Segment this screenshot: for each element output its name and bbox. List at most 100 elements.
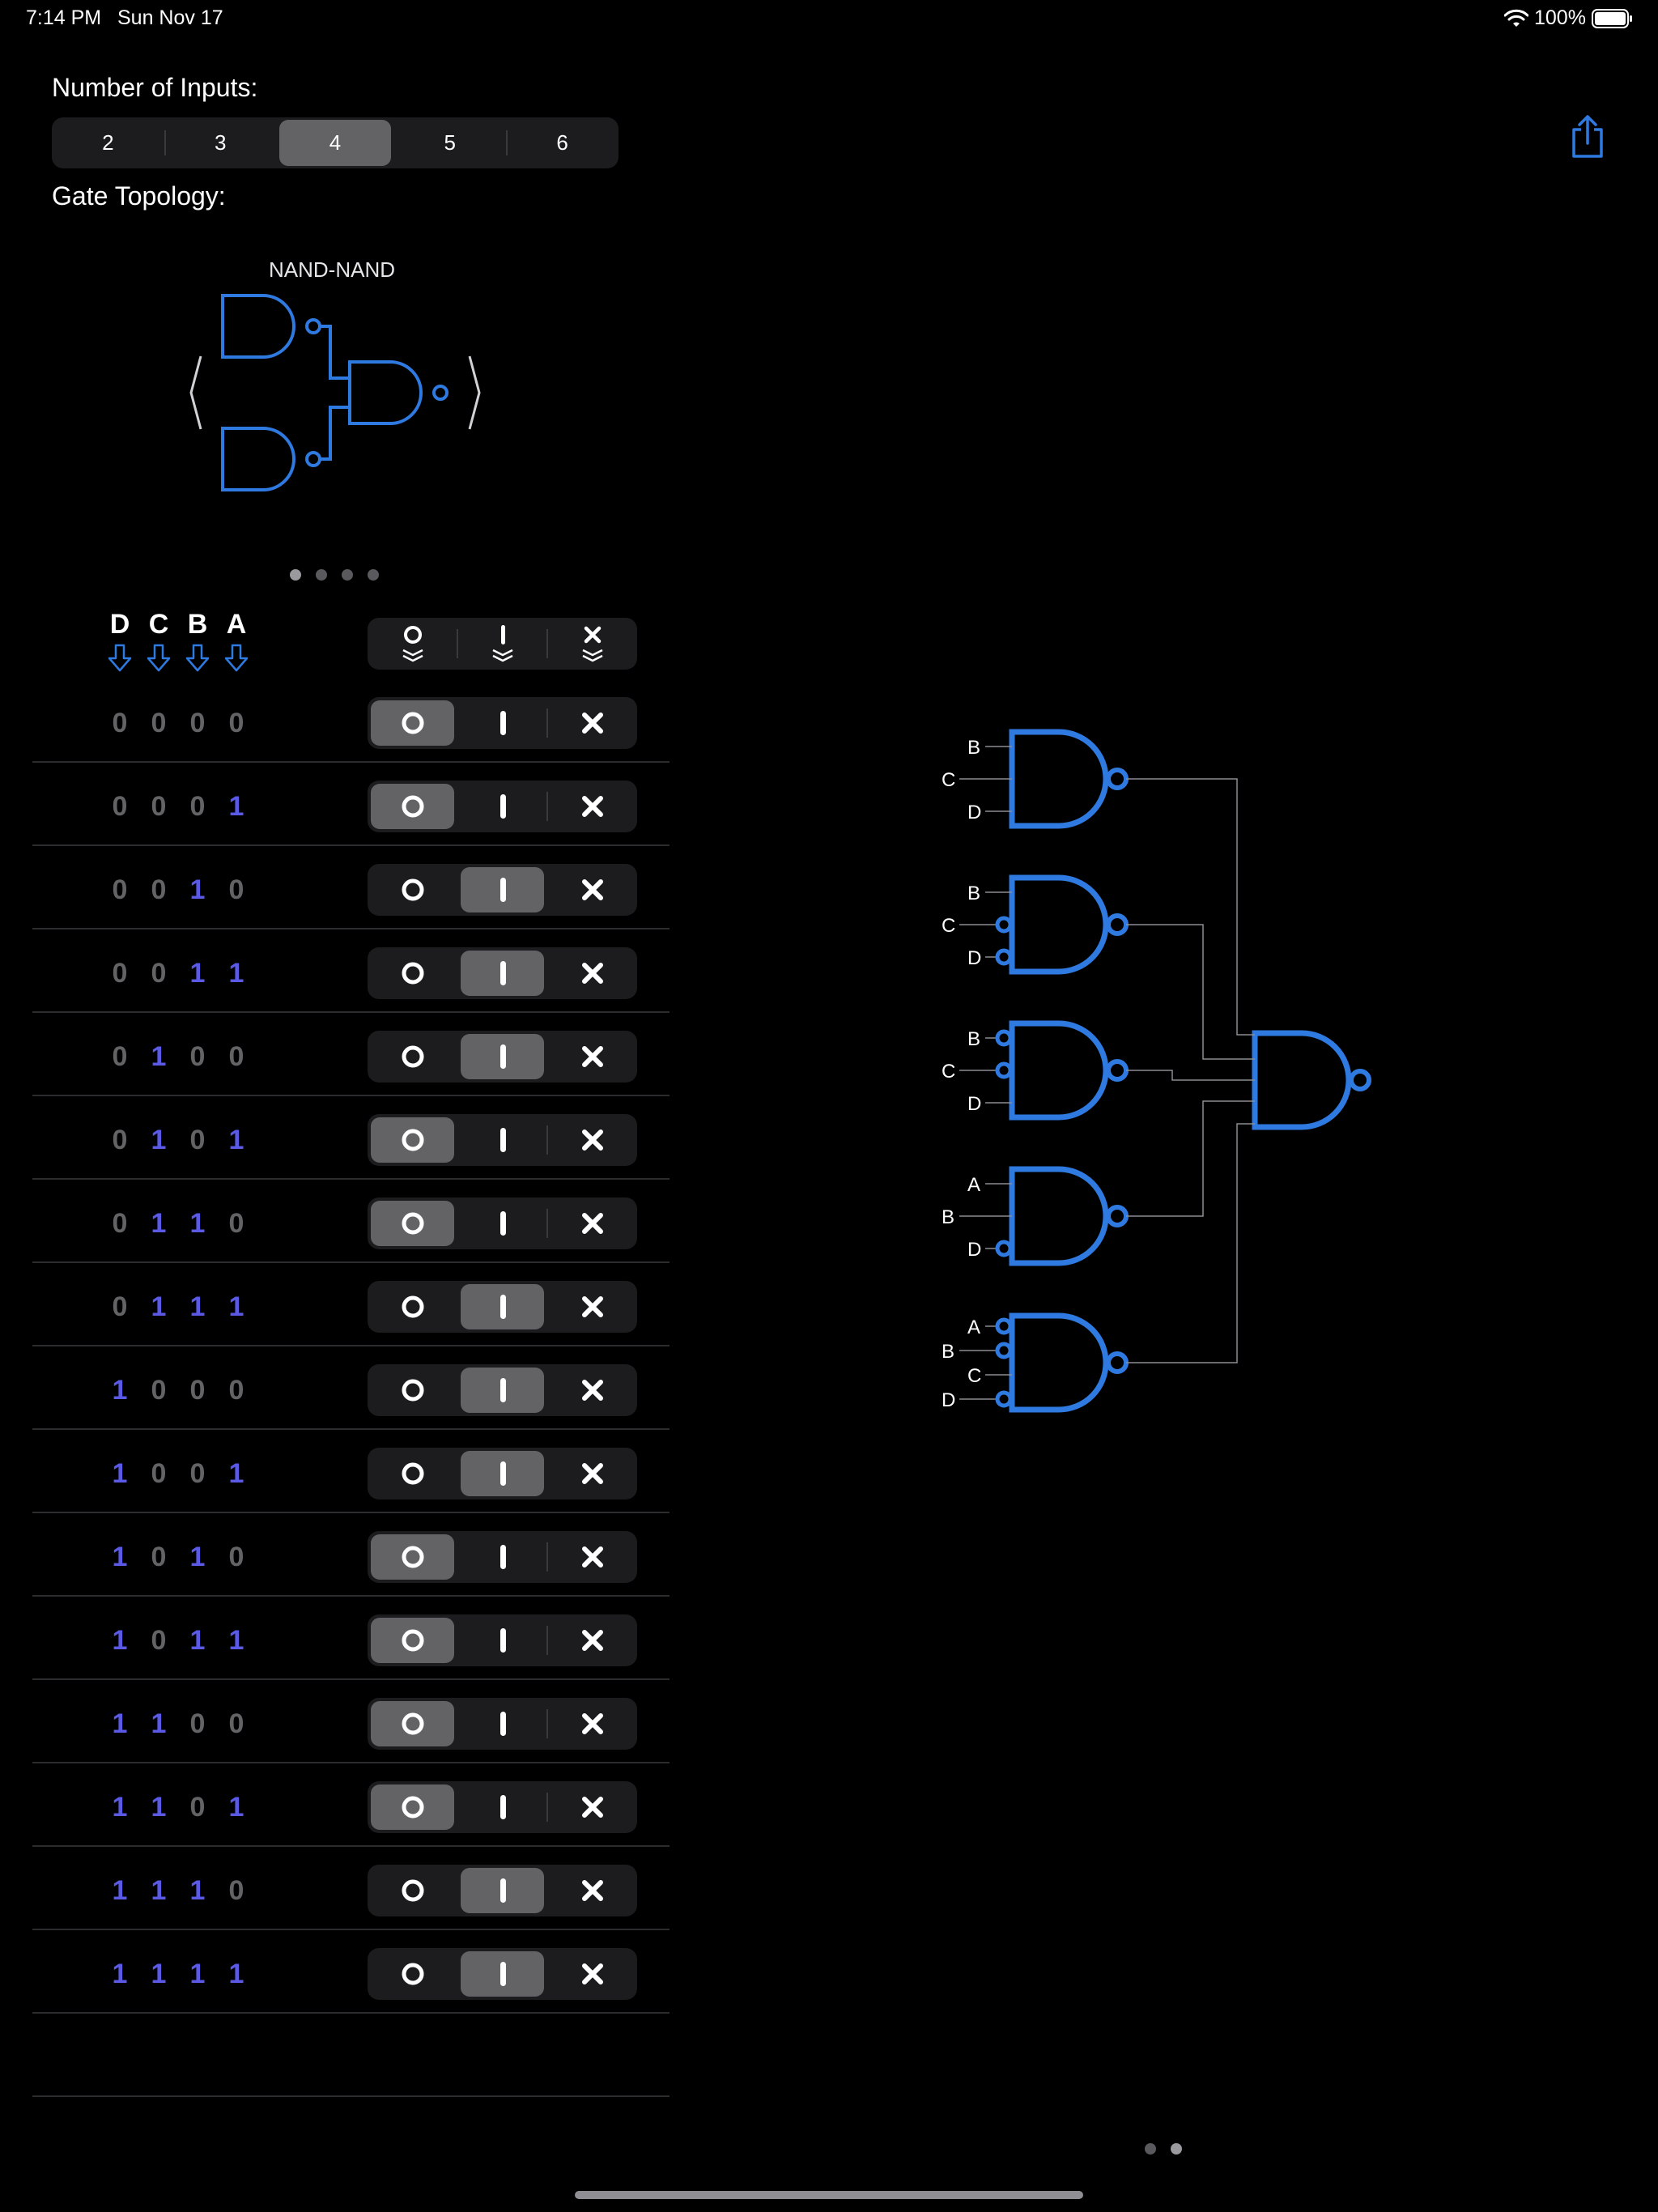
output-selector[interactable] [368, 947, 637, 999]
output-zero-button[interactable] [371, 1201, 454, 1246]
input-count-option-6[interactable]: 6 [506, 117, 619, 168]
output-selector[interactable] [368, 1614, 637, 1666]
output-one-button[interactable] [461, 1784, 544, 1830]
topology-page-dot[interactable] [368, 569, 379, 581]
output-zero-button[interactable] [371, 1701, 454, 1746]
sort-arrow-icon[interactable] [178, 644, 217, 673]
output-one-button[interactable] [461, 951, 544, 996]
zero-all-icon [402, 626, 423, 662]
input-count-option-2[interactable]: 2 [102, 130, 114, 155]
output-one-button[interactable] [461, 867, 544, 912]
output-dontcare-button[interactable] [551, 1534, 634, 1580]
output-dontcare-button[interactable] [551, 1868, 634, 1913]
output-one-button[interactable] [461, 1034, 544, 1079]
output-one-button[interactable] [461, 1201, 544, 1246]
main-page-dot[interactable] [1145, 2143, 1156, 2155]
output-zero-button[interactable] [371, 1784, 454, 1830]
output-one-button[interactable] [461, 1701, 544, 1746]
output-zero-button[interactable] [371, 1284, 454, 1329]
output-one-button[interactable] [461, 1451, 544, 1496]
share-icon[interactable] [1569, 115, 1606, 159]
output-one-button[interactable] [461, 1284, 544, 1329]
output-zero-button[interactable] [371, 700, 454, 746]
sort-arrow-icon[interactable] [217, 644, 256, 673]
output-selector[interactable] [368, 1948, 637, 2000]
topology-page-dot[interactable] [342, 569, 353, 581]
output-zero-button[interactable] [371, 1451, 454, 1496]
output-one-button[interactable] [461, 1368, 544, 1413]
output-dontcare-button[interactable] [551, 1368, 634, 1413]
output-dontcare-button[interactable] [551, 951, 634, 996]
output-dontcare-button[interactable] [551, 1117, 634, 1163]
input-count-option-3[interactable]: 3 [164, 117, 277, 168]
output-zero-button[interactable] [371, 1534, 454, 1580]
input-count-option-5[interactable]: 5 [444, 130, 457, 155]
sort-arrow-icon[interactable] [139, 644, 178, 673]
input-label: B [942, 1206, 954, 1228]
output-dontcare-button[interactable] [551, 1701, 634, 1746]
output-zero-button[interactable] [371, 1951, 454, 1997]
sort-arrow-icon[interactable] [100, 644, 139, 673]
output-selector[interactable] [368, 1865, 637, 1916]
output-one-button[interactable] [461, 1117, 544, 1163]
input-bit: 1 [112, 1375, 128, 1406]
topology-page-dot[interactable] [290, 569, 301, 581]
output-dontcare-button[interactable] [551, 1451, 634, 1496]
input-bit: 0 [112, 874, 128, 905]
output-dontcare-button[interactable] [551, 1284, 634, 1329]
zero-icon [402, 1129, 423, 1151]
output-one-button[interactable] [461, 700, 544, 746]
output-selector[interactable] [368, 1781, 637, 1833]
inverter-bubble [995, 1342, 1013, 1359]
output-dontcare-button[interactable] [551, 867, 634, 912]
input-count-option-4[interactable]: 4 [278, 120, 392, 166]
output-zero-button[interactable] [371, 1117, 454, 1163]
input-bit: 1 [228, 1625, 244, 1656]
output-zero-button[interactable] [371, 951, 454, 996]
output-selector[interactable] [368, 1114, 637, 1166]
topology-diagram[interactable] [178, 279, 502, 498]
set-all-control[interactable] [368, 618, 637, 670]
output-zero-button[interactable] [371, 1034, 454, 1079]
output-selector[interactable] [368, 1197, 637, 1249]
output-selector[interactable] [368, 781, 637, 832]
output-dontcare-button[interactable] [551, 784, 634, 829]
nand-gate: ABD [942, 1166, 1129, 1266]
output-one-button[interactable] [461, 784, 544, 829]
output-zero-button[interactable] [371, 1618, 454, 1663]
output-dontcare-button[interactable] [551, 1784, 634, 1830]
output-one-button[interactable] [461, 1618, 544, 1663]
set-all-one-button[interactable] [461, 621, 544, 666]
topology-page-dots[interactable] [290, 569, 379, 581]
output-zero-button[interactable] [371, 784, 454, 829]
output-zero-button[interactable] [371, 1368, 454, 1413]
set-all-dontcare-button[interactable] [551, 621, 634, 666]
output-zero-button[interactable] [371, 867, 454, 912]
output-dontcare-button[interactable] [551, 1201, 634, 1246]
zero-icon [402, 1212, 423, 1235]
input-bit: 1 [189, 1208, 206, 1239]
output-one-button[interactable] [461, 1534, 544, 1580]
output-one-button[interactable] [461, 1951, 544, 1997]
output-selector[interactable] [368, 1448, 637, 1499]
output-selector[interactable] [368, 697, 637, 749]
output-dontcare-button[interactable] [551, 1951, 634, 1997]
output-dontcare-button[interactable] [551, 700, 634, 746]
output-zero-button[interactable] [371, 1868, 454, 1913]
main-page-dots[interactable] [1145, 2143, 1182, 2155]
input-label: C [967, 1365, 981, 1387]
output-dontcare-button[interactable] [551, 1034, 634, 1079]
main-page-dot[interactable] [1171, 2143, 1182, 2155]
output-selector[interactable] [368, 1031, 637, 1083]
output-selector[interactable] [368, 1698, 637, 1750]
output-selector[interactable] [368, 1531, 637, 1583]
output-dontcare-button[interactable] [551, 1618, 634, 1663]
set-all-zero-button[interactable] [371, 621, 454, 666]
output-selector[interactable] [368, 864, 637, 916]
output-selector[interactable] [368, 1364, 637, 1416]
input-bit: 0 [228, 874, 244, 905]
topology-page-dot[interactable] [316, 569, 327, 581]
output-selector[interactable] [368, 1281, 637, 1333]
output-one-button[interactable] [461, 1868, 544, 1913]
